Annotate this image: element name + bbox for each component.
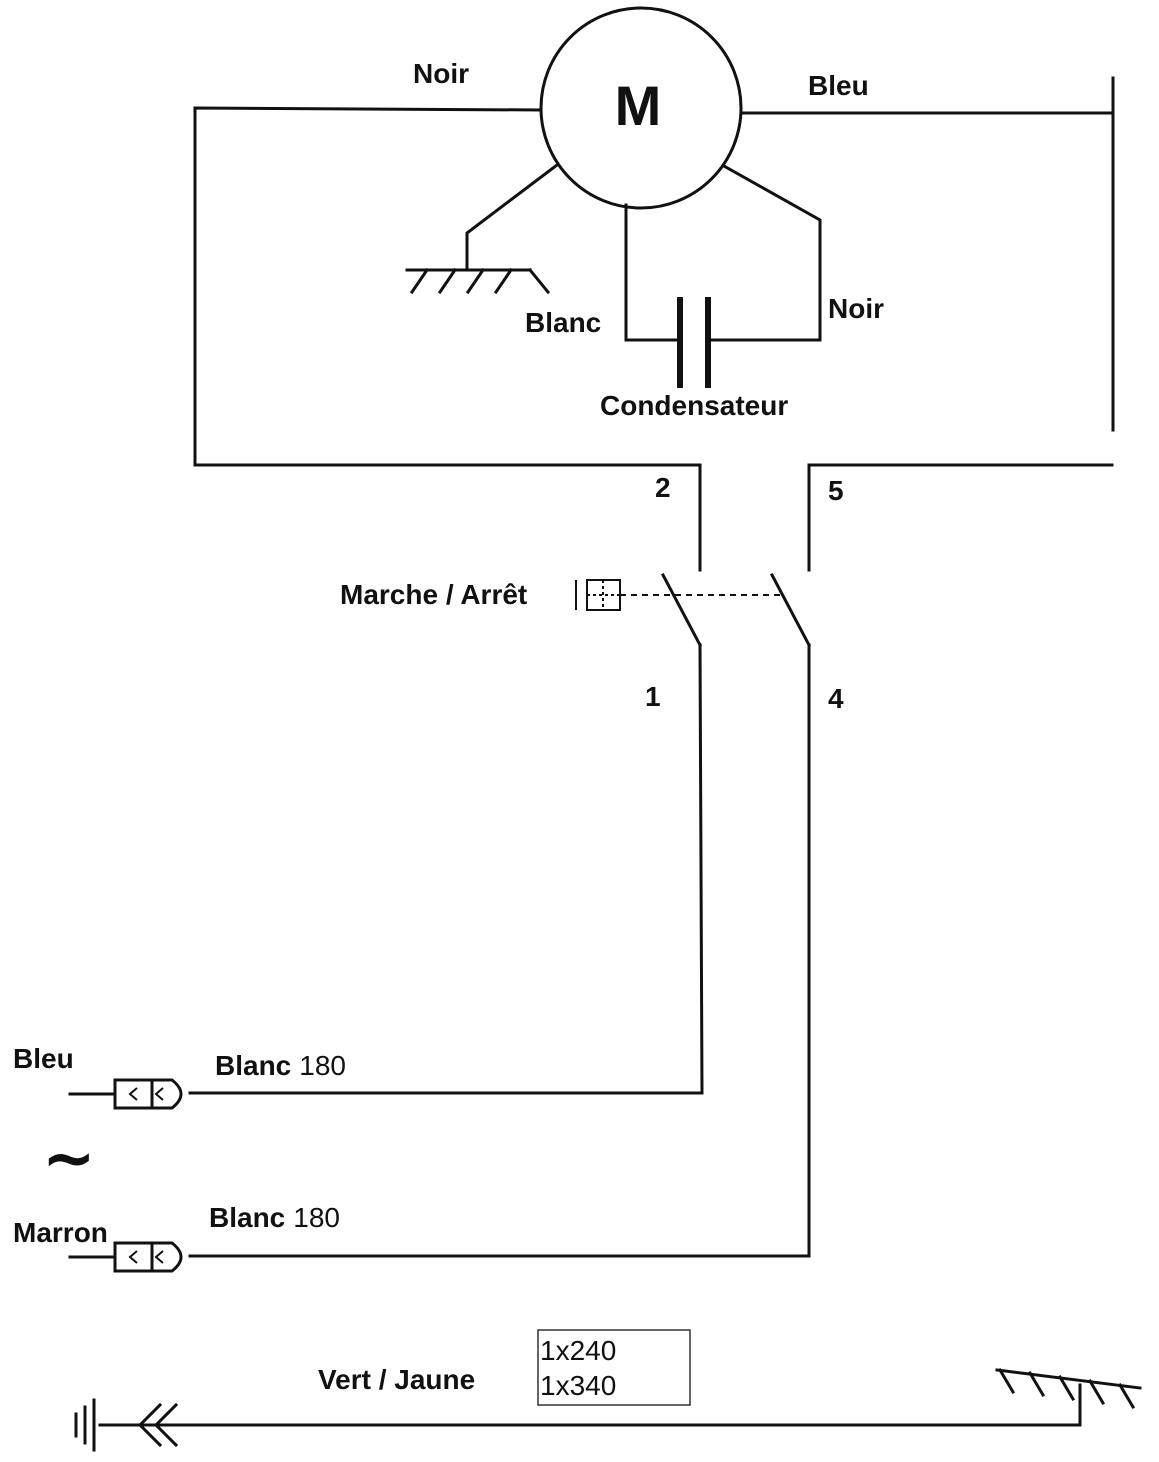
chassis-ground-bar bbox=[995, 1368, 1142, 1390]
label-vert-jaune: Vert / Jaune bbox=[318, 1364, 475, 1395]
earth-wire bbox=[74, 1367, 1142, 1452]
earth-line bbox=[98, 1383, 1082, 1427]
wire-supply-2 bbox=[188, 643, 811, 1258]
capacitor-wire-right bbox=[706, 163, 822, 342]
size-1x240: 1x240 bbox=[540, 1335, 616, 1366]
label-marche-arret: Marche / Arrêt bbox=[340, 579, 527, 610]
earth-arrow-1 bbox=[137, 1402, 163, 1448]
capacitor bbox=[624, 163, 822, 388]
wire-terminal-5 bbox=[807, 463, 1114, 572]
switch-contact-2 bbox=[769, 572, 812, 648]
size-1x340: 1x340 bbox=[540, 1370, 616, 1401]
label-noir-motor: Noir bbox=[828, 293, 884, 324]
switch-contact-1 bbox=[660, 572, 703, 648]
motor-ground bbox=[405, 162, 560, 295]
label-blanc-motor: Blanc bbox=[525, 307, 601, 338]
ground-wire bbox=[465, 162, 560, 272]
motor: M bbox=[539, 6, 743, 210]
label-condensateur: Condensateur bbox=[600, 390, 788, 421]
label-bleu-right: Bleu bbox=[808, 70, 869, 101]
cable-size-box: 1x240 1x340 bbox=[537, 1329, 691, 1406]
terminal-1: 1 bbox=[645, 681, 661, 712]
terminal-5: 5 bbox=[828, 475, 844, 506]
terminal-2: 2 bbox=[655, 472, 671, 503]
capacitor-wire-left bbox=[624, 203, 682, 342]
connector-1 bbox=[68, 1078, 183, 1110]
label-bleu-supply: Bleu bbox=[13, 1043, 74, 1074]
wire-noir-left bbox=[193, 106, 702, 572]
ac-symbol: ~ bbox=[42, 1122, 96, 1196]
earth-arrow-2 bbox=[153, 1402, 179, 1448]
label-noir-left: Noir bbox=[413, 58, 469, 89]
connector-2 bbox=[68, 1241, 183, 1273]
terminal-4: 4 bbox=[828, 683, 844, 714]
connector-1-body bbox=[113, 1078, 154, 1110]
size-box-frame bbox=[537, 1329, 691, 1406]
wire-supply-1 bbox=[188, 643, 704, 1095]
label-marron-supply: Marron bbox=[13, 1217, 108, 1248]
connector-2-body bbox=[113, 1241, 154, 1273]
motor-symbol: M bbox=[615, 74, 662, 137]
on-off-switch bbox=[575, 572, 812, 648]
motor-circle bbox=[539, 6, 743, 210]
